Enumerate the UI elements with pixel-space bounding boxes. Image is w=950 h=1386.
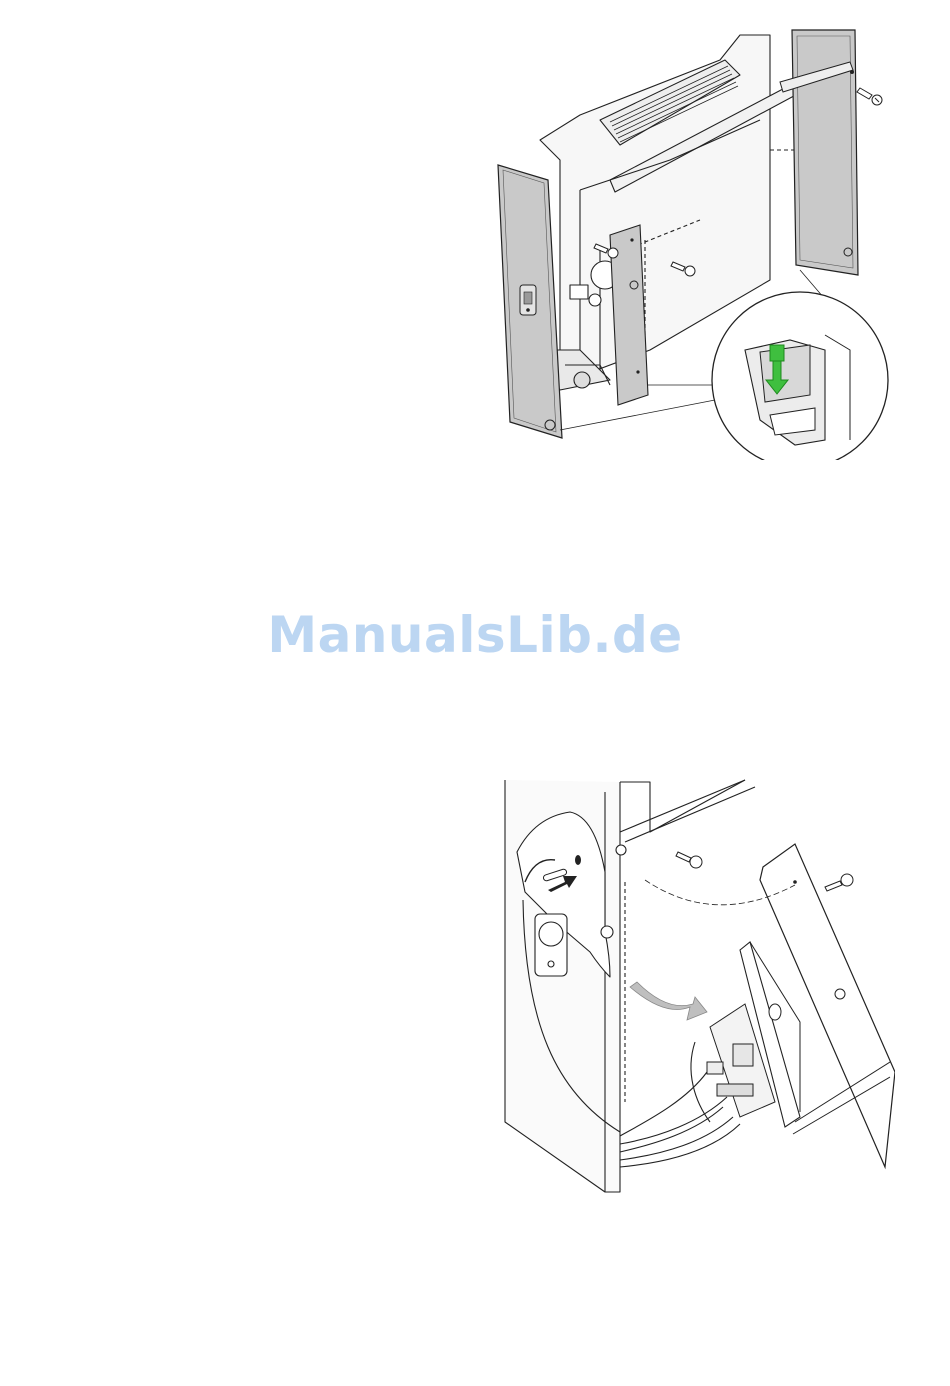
front-cover-plate	[760, 844, 895, 1167]
housing-exploded-illustration	[470, 20, 900, 460]
screw-icon	[676, 852, 702, 868]
screw-icon	[857, 88, 882, 105]
left-side-panel	[498, 165, 562, 438]
clip-detail-callout	[712, 292, 888, 460]
control-board	[707, 942, 800, 1127]
watermark: ManualsLib.de	[0, 606, 950, 664]
sensor-board-svg	[495, 772, 895, 1202]
sensor-board-illustration	[495, 772, 895, 1202]
housing-exploded-svg	[470, 20, 900, 460]
screw-icon	[825, 874, 853, 891]
